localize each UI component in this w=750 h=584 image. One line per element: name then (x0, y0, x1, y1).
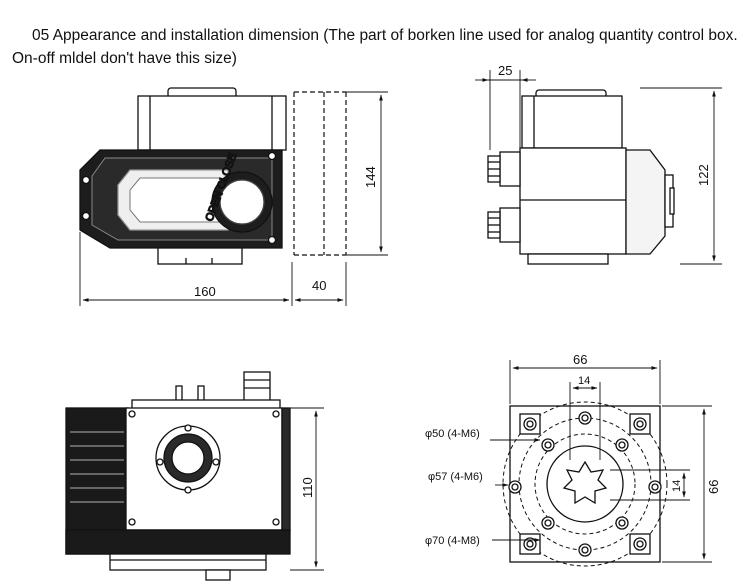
page-title: 05 Appearance and installation dimension… (12, 27, 738, 67)
front-dimensions (79, 91, 388, 306)
bottom-view (65, 371, 291, 581)
side-view (487, 89, 675, 265)
pcd-label-57: φ57 (4-M6) (428, 471, 483, 483)
dim-height-122: 122 (696, 164, 711, 186)
dim-height-144: 144 (363, 166, 378, 188)
pcd-label-50: φ50 (4-M6) (425, 428, 480, 440)
flange-view (502, 401, 668, 567)
side-dimensions (475, 70, 722, 265)
pcd-label-70: φ70 (4-M8) (425, 535, 480, 547)
dim-square-14: 14 (578, 375, 590, 387)
dim-flange-width-66: 66 (573, 352, 587, 367)
dim-depth-40: 40 (312, 278, 326, 293)
dim-square-v-14: 14 (671, 480, 683, 492)
dim-offset-25: 25 (498, 63, 512, 78)
flange-dimensions (490, 360, 712, 563)
dim-height-110: 110 (300, 477, 315, 498)
dim-flange-height-66: 66 (706, 480, 721, 494)
bottom-dimensions (290, 407, 324, 571)
front-view: OPEN CLOSE (79, 87, 347, 265)
dim-width-160: 160 (194, 284, 216, 299)
